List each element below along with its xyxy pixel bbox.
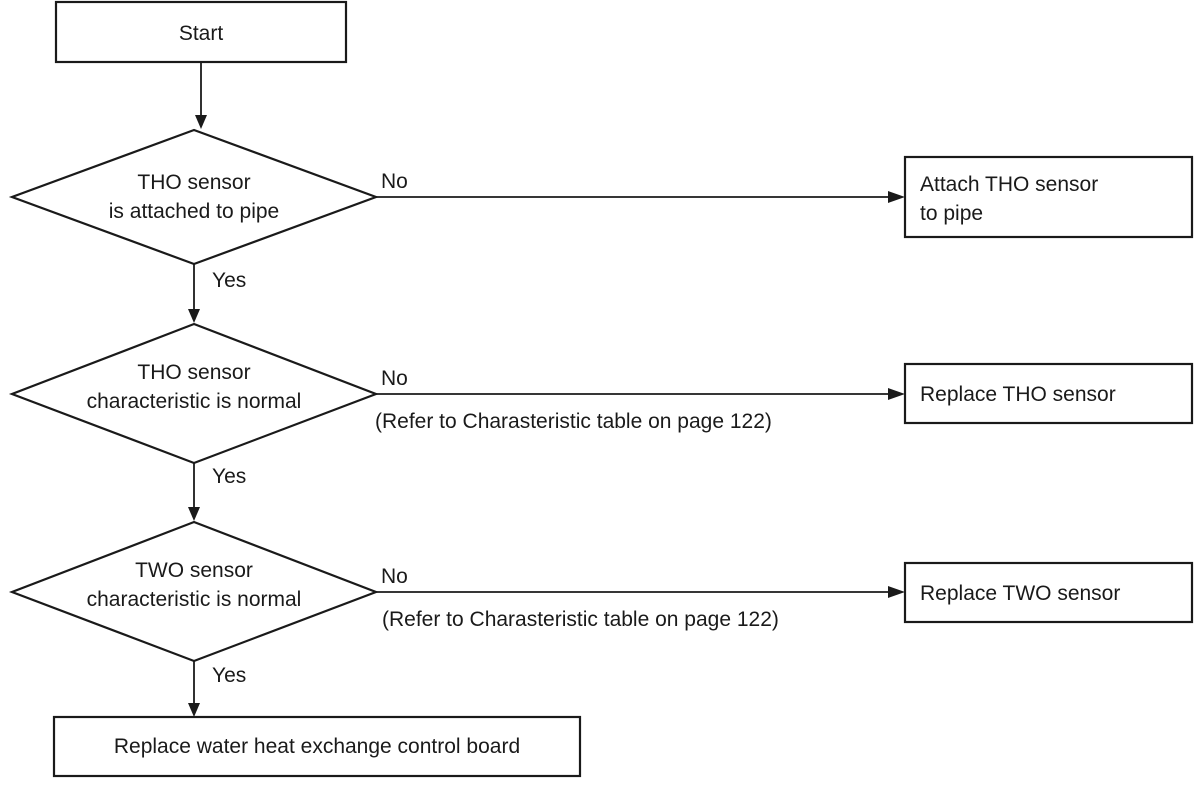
action-line-2: to pipe [920, 202, 983, 225]
reference-note: (Refer to Charasteristic table on page 1… [382, 608, 779, 631]
yes-label: Yes [212, 664, 246, 687]
yes-branch-2: Yes [188, 463, 246, 521]
decision-line-2: characteristic is normal [87, 390, 302, 413]
decision-two-characteristic: TWO sensor characteristic is normal [8, 520, 380, 663]
start-label: Start [179, 22, 224, 45]
no-branch-1: No [376, 170, 905, 203]
action-replace-two-sensor: Replace TWO sensor [903, 561, 1194, 624]
decision-line-2: is attached to pipe [109, 200, 279, 223]
decision-line-2: characteristic is normal [87, 588, 302, 611]
action-box [903, 362, 1194, 425]
decision-line-1: TWO sensor [135, 559, 253, 582]
action-box [903, 561, 1194, 624]
end-label: Replace water heat exchange control boar… [114, 735, 520, 758]
decision-line-1: THO sensor [137, 171, 250, 194]
start-box [54, 0, 348, 64]
decision-attached-to-pipe: THO sensor is attached to pipe [8, 128, 380, 266]
yes-branch-3: Yes [188, 661, 246, 717]
action-line-1: Replace TWO sensor [920, 582, 1120, 605]
action-line-1: Replace THO sensor [920, 383, 1116, 406]
no-branch-3: No (Refer to Charasteristic table on pag… [376, 565, 905, 631]
reference-note: (Refer to Charasteristic table on page 1… [375, 410, 772, 433]
decision-tho-characteristic: THO sensor characteristic is normal [8, 322, 380, 465]
yes-label: Yes [212, 465, 246, 488]
action-replace-tho-sensor: Replace THO sensor [903, 362, 1194, 425]
connector-start-to-decision-1 [195, 62, 207, 129]
yes-label: Yes [212, 269, 246, 292]
end-box [52, 715, 582, 778]
no-label: No [381, 565, 408, 588]
yes-branch-1: Yes [188, 264, 246, 323]
start-node: Start [54, 0, 348, 64]
decision-diamond [8, 128, 380, 266]
action-box [903, 155, 1194, 239]
action-line-1: Attach THO sensor [920, 173, 1098, 196]
end-node: Replace water heat exchange control boar… [52, 715, 582, 778]
action-attach-tho-sensor: Attach THO sensor to pipe [903, 155, 1194, 239]
no-label: No [381, 170, 408, 193]
no-label: No [381, 367, 408, 390]
decision-line-1: THO sensor [137, 361, 250, 384]
no-branch-2: No (Refer to Charasteristic table on pag… [375, 367, 905, 433]
